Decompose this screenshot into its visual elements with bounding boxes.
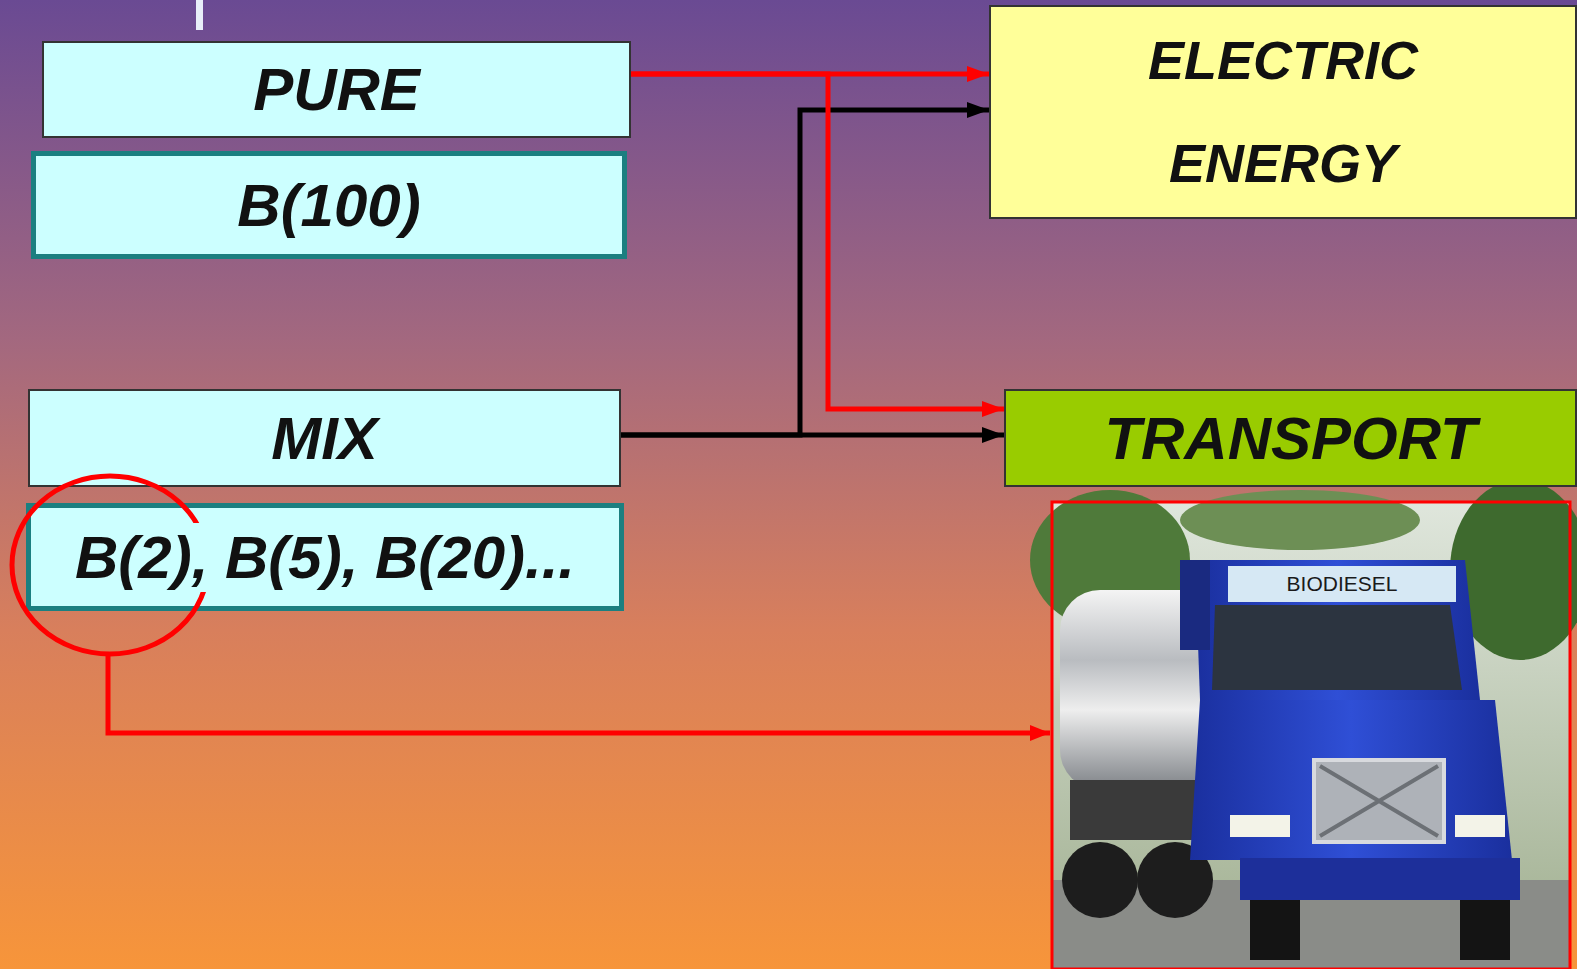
flow-arrow [621,110,989,435]
box-label: B(100) [237,171,420,240]
box-label: TRANSPORT [1104,404,1476,473]
category-box: PURE [42,41,631,138]
output-box: TRANSPORT [1004,389,1577,487]
blend-box: B(100) [31,151,627,259]
box-label: ELECTRIC ENERGY [1073,9,1493,214]
category-box: MIX [28,389,621,487]
blend-box: B(2), B(5), B(20)... [26,503,624,611]
truck-sign: BIODIESEL [1228,566,1456,602]
box-label: B(2), B(5), B(20)... [75,523,575,592]
accent-bar [196,0,203,30]
flow-arrow [621,433,1004,438]
leader-line [108,652,1050,733]
flow-arrow [631,74,1004,409]
truck-photo [1030,480,1577,969]
box-label: PURE [253,55,420,124]
highlight-circle [12,476,208,654]
box-label: MIX [271,404,378,473]
output-box: ELECTRIC ENERGY [989,5,1577,219]
